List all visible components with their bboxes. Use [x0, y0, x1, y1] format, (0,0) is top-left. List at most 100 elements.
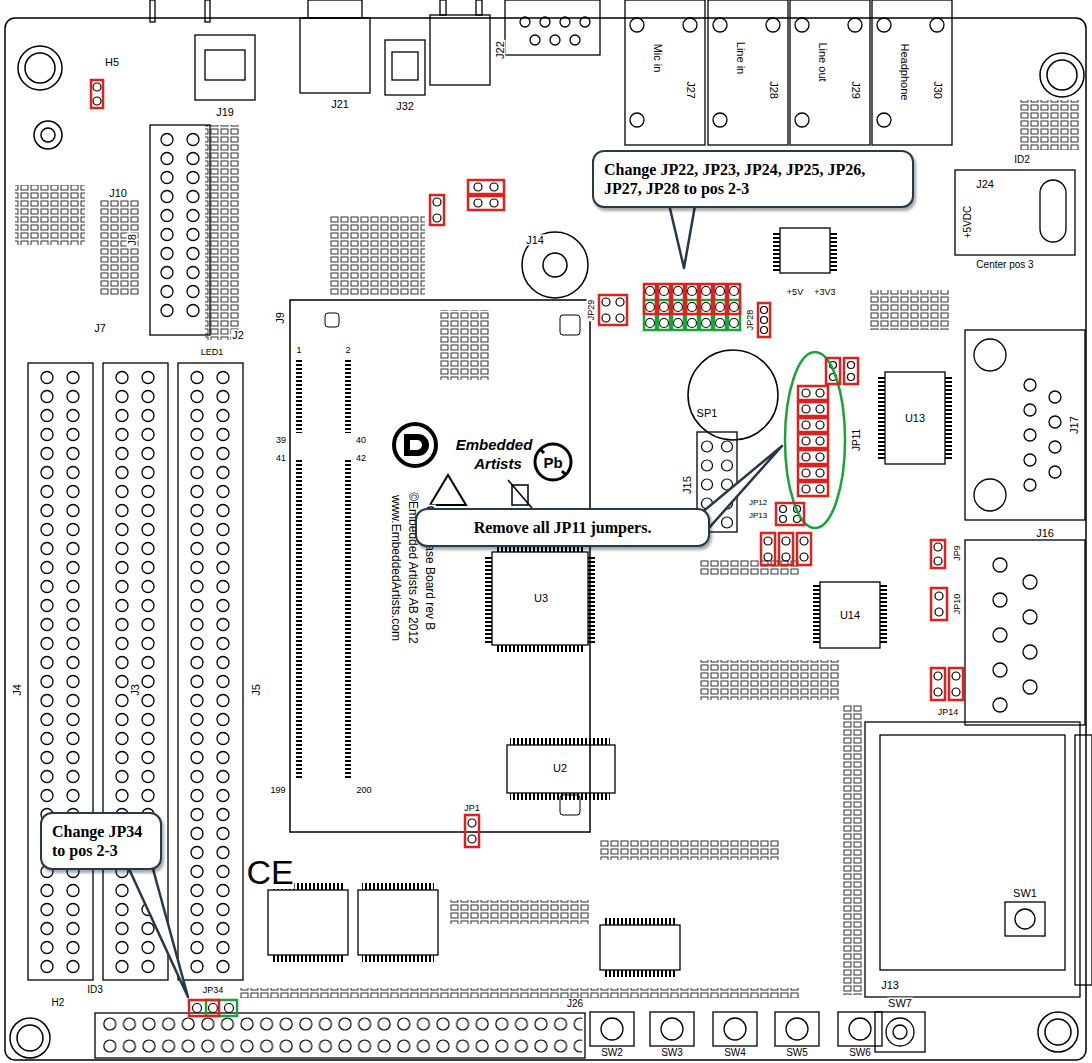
- pcb-artwork: [1049, 466, 1061, 478]
- pcb-artwork: [562, 471, 565, 474]
- pcb-artwork: [205, 50, 245, 80]
- pcb-artwork: [543, 253, 567, 277]
- pcb-artwork: [785, 352, 845, 528]
- logo-symbols: [394, 424, 571, 508]
- pcb-artwork: [877, 18, 891, 32]
- pcb-artwork: [616, 314, 624, 322]
- pcb-artwork: [1024, 429, 1036, 441]
- silkscreen-label: JP11: [852, 428, 862, 452]
- pcb-artwork: [1040, 180, 1066, 242]
- pcb-artwork: [392, 52, 418, 80]
- pcb-artwork: [780, 228, 830, 273]
- silkscreen-label: ID2: [1013, 155, 1031, 165]
- pcb-artwork: [952, 688, 960, 696]
- pcb-artwork: [433, 198, 441, 206]
- pcb-artwork: [816, 453, 824, 461]
- pcb-artwork: [1023, 645, 1037, 659]
- push-buttons: [590, 902, 1045, 1052]
- pcb-artwork: [935, 608, 943, 616]
- pcb-artwork: [802, 469, 810, 477]
- pcb-artwork: [510, 738, 610, 745]
- pcb-artwork: [308, 0, 362, 18]
- pcb-artwork: [930, 18, 944, 32]
- pcb-artwork: [604, 918, 676, 925]
- smd-parts: [15, 100, 1080, 998]
- pcb-artwork: [450, 900, 590, 924]
- pcb-artwork: [1040, 53, 1084, 97]
- pcb-artwork: [1005, 902, 1045, 936]
- silkscreen-label: U3: [533, 593, 549, 604]
- pcb-artwork: [660, 319, 669, 328]
- silkscreen-label: J8: [127, 233, 138, 247]
- callout-box: Remove all JP11 jumpers.: [415, 508, 710, 547]
- pcb-artwork: [485, 555, 492, 643]
- pcb-artwork: [688, 319, 697, 328]
- pcb-artwork: [724, 1018, 746, 1040]
- silkscreen-label: J13: [880, 980, 900, 991]
- pcb-artwork: [600, 925, 680, 970]
- silkscreen-label: ID3: [86, 985, 104, 995]
- silkscreen-label: JP28: [746, 309, 755, 332]
- pcb-artwork: [148, 130, 212, 320]
- pcb-artwork: [540, 17, 550, 27]
- pcb-artwork: [34, 121, 62, 149]
- pcb-artwork: [124, 858, 188, 997]
- pcb-artwork: [362, 955, 434, 962]
- pcb-artwork: [1024, 479, 1036, 491]
- pcb-artwork: [465, 815, 479, 847]
- pcb-artwork: [300, 18, 370, 93]
- silkscreen-label: U13: [904, 413, 926, 424]
- pcb-artwork: [730, 287, 739, 296]
- silkscreen-label: J10: [108, 188, 128, 199]
- silkscreen-label: 42: [355, 454, 367, 463]
- pcb-artwork: [468, 835, 476, 843]
- ic-chips: [268, 228, 945, 970]
- pcb-artwork: [688, 303, 697, 312]
- silkscreen-label: SW5: [785, 1048, 809, 1058]
- pcb-artwork: [178, 368, 242, 976]
- pcb-artwork: [802, 453, 810, 461]
- silkscreen-label: JP13: [748, 512, 768, 520]
- ic-pins: [272, 231, 952, 977]
- silkscreen-label: SW2: [600, 1048, 624, 1058]
- pcb-artwork: [474, 183, 482, 191]
- pcb-artwork: [974, 339, 1006, 371]
- pcb-artwork: [296, 358, 302, 433]
- silkscreen-label: JP1: [463, 804, 481, 813]
- pcb-artwork: [843, 705, 863, 995]
- pcb-artwork: [268, 890, 348, 955]
- silkscreen-label: LED1: [200, 348, 225, 357]
- buzzers: [522, 232, 778, 440]
- pcb-artwork: [782, 537, 790, 545]
- pcb-artwork: [702, 319, 711, 328]
- pcb-artwork: [189, 1000, 219, 1016]
- pcb-artwork: [761, 307, 768, 314]
- silkscreen-label: J3: [130, 683, 141, 697]
- pcb-artwork: [844, 358, 858, 384]
- pcb-artwork: [674, 319, 683, 328]
- pcb-artwork: [240, 988, 800, 998]
- pcb-artwork: [766, 18, 780, 32]
- pcb-artwork: [776, 503, 804, 525]
- silkscreen-label: +5VDC: [963, 205, 973, 240]
- pcb-artwork: [28, 363, 93, 980]
- silkscreen-label: Embedded: [455, 437, 534, 452]
- pcb-artwork: [468, 819, 476, 827]
- pcb-artwork: [934, 672, 942, 680]
- pcb-artwork: [530, 35, 540, 45]
- pcb-artwork: [1049, 416, 1061, 428]
- pcb-artwork: [877, 113, 891, 127]
- silkscreen-label: Line out: [817, 41, 828, 82]
- pcb-artwork: [880, 735, 1065, 970]
- silkscreen-label: J24: [975, 179, 995, 190]
- silkscreen-label: +3V3: [813, 288, 836, 297]
- pcb-artwork: [28, 368, 92, 976]
- pcb-artwork: [674, 287, 683, 296]
- pcb-artwork: [716, 287, 725, 296]
- pcb-artwork: [893, 1025, 907, 1039]
- pcb-artwork: [1023, 610, 1037, 624]
- pcb-artwork: [93, 83, 101, 91]
- pcb-artwork: [178, 368, 242, 976]
- pcb-artwork: [362, 883, 434, 890]
- pcb-artwork: [476, 0, 482, 15]
